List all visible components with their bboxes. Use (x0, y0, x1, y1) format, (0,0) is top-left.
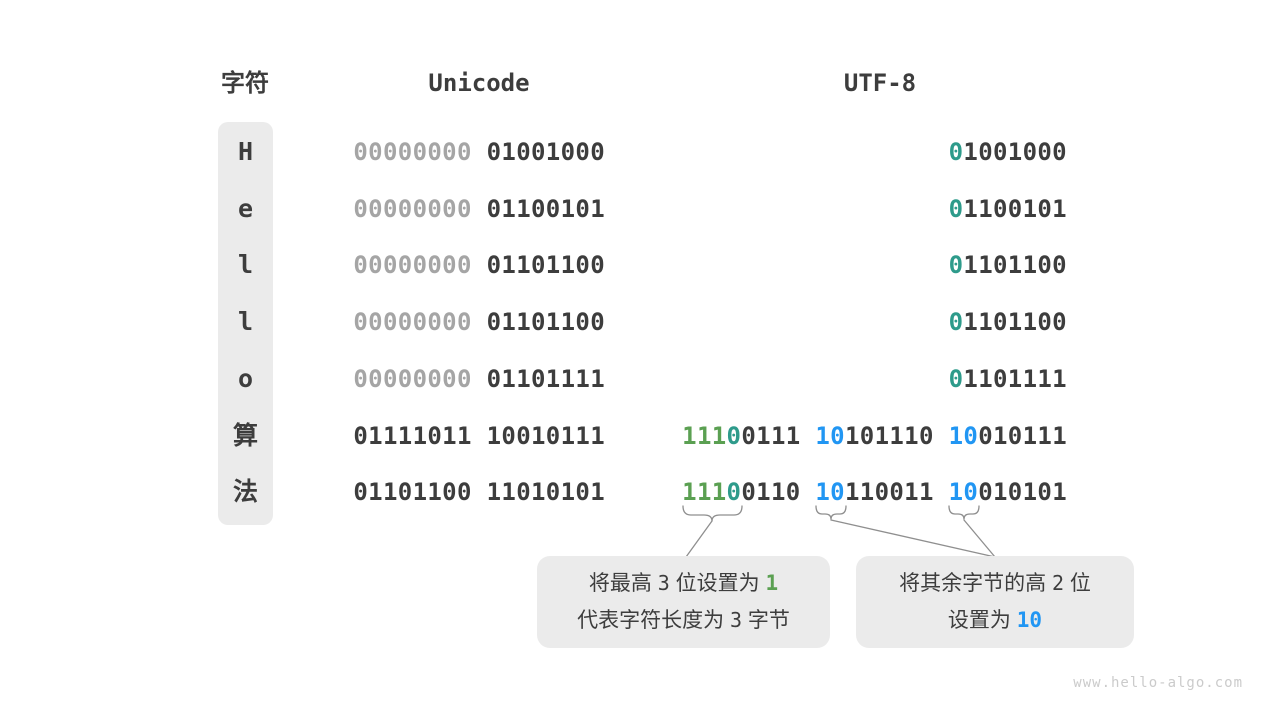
utf8-bit-run: 0110 (741, 478, 801, 506)
utf8-bit-run: 111 (682, 478, 727, 506)
character-cell: 法 (232, 477, 258, 506)
callout-text-segment: 字节 (742, 609, 790, 632)
character-cell: e (237, 194, 254, 223)
callout-text-line: 代表字符长度为 3 字节 (537, 603, 830, 638)
unicode-bit-run: 01100101 (486, 195, 605, 223)
utf8-binary: 01101100 (949, 251, 1067, 279)
utf8-bit-run: 10 (948, 422, 979, 450)
connector-line-leading (685, 520, 713, 558)
utf8-bit-run: 0 (726, 478, 742, 506)
unicode-binary: 00000000 01101100 (353, 251, 605, 279)
utf8-binary: 11100111 10101110 10010111 (682, 422, 1067, 450)
character-cell: l (237, 307, 254, 336)
unicode-bit-run: 01001000 (486, 138, 605, 166)
callout-text-line: 将其余字节的高 2 位 (856, 566, 1134, 601)
underbrace-continuation-byte2 (815, 505, 847, 520)
watermark: www.hello-algo.com (1073, 675, 1243, 691)
unicode-bit-run: 01111011 (353, 422, 472, 450)
utf8-bit-run: 0 (948, 365, 964, 393)
callout-text-line: 设置为 10 (856, 603, 1134, 638)
callout-text-segment: 1 (765, 571, 779, 595)
callout-continuation-bits: 将其余字节的高 2 位设置为 10 (856, 556, 1134, 648)
callout-text-segment: 将其余字节的高 (899, 572, 1052, 595)
utf8-bit-run: 10 (815, 478, 845, 506)
unicode-bit-run: 01101111 (486, 365, 605, 393)
column-header-utf8: UTF-8 (843, 69, 917, 97)
utf8-bit-run: 1101100 (963, 308, 1067, 336)
unicode-bit-run: 01101100 (486, 251, 605, 279)
utf8-bit-run: 111 (682, 422, 727, 450)
callout-text-segment: 2 (1051, 571, 1065, 595)
connector-line-byte3 (963, 519, 996, 558)
connector-line-byte2 (830, 519, 996, 558)
utf8-binary: 11100110 10110011 10010101 (682, 478, 1067, 506)
utf8-bit-run: 10 (815, 422, 845, 450)
unicode-binary: 00000000 01001000 (353, 138, 605, 166)
callout-text-segment: 将最高 (588, 572, 658, 595)
utf8-bit-run: 1001000 (963, 138, 1067, 166)
unicode-bit-run: 00000000 (353, 195, 472, 223)
character-column-background (218, 122, 273, 525)
callout-text-segment: 10 (1016, 608, 1043, 632)
unicode-bit-run: 10010111 (486, 422, 605, 450)
utf8-binary: 01101100 (949, 308, 1067, 336)
utf8-bit-run: 0111 (741, 422, 801, 450)
character-cell: o (237, 364, 254, 393)
callout-text-line: 将最高 3 位设置为 1 (537, 566, 830, 601)
utf8-binary: 01001000 (949, 138, 1067, 166)
character-cell: H (237, 137, 254, 166)
underbrace-leading-bits (682, 505, 743, 522)
utf8-bit-run: 010101 (978, 478, 1067, 506)
unicode-bit-run: 01101100 (486, 308, 605, 336)
unicode-bit-run: 11010101 (486, 478, 605, 506)
utf8-bit-run: 1101100 (963, 251, 1067, 279)
utf8-bit-run: 1101111 (963, 365, 1067, 393)
callout-text-segment: 位 (1064, 572, 1091, 595)
column-header-unicode: Unicode (428, 69, 530, 97)
character-cell: l (237, 250, 254, 279)
utf8-bit-run: 1100101 (963, 195, 1067, 223)
callout-text-segment: 设置为 (947, 609, 1017, 632)
unicode-bit-run: 00000000 (353, 365, 472, 393)
character-cell: 算 (232, 421, 258, 450)
unicode-binary: 00000000 01101100 (353, 308, 605, 336)
utf8-bit-run: 0 (726, 422, 742, 450)
utf8-bit-run: 0 (948, 138, 964, 166)
callout-text-segment: 位设置为 (669, 572, 766, 595)
utf8-bit-run: 110011 (844, 478, 934, 506)
callout-text-segment: 3 (729, 608, 743, 632)
unicode-binary: 00000000 01100101 (353, 195, 605, 223)
utf8-bit-run: 101110 (844, 422, 934, 450)
underbrace-continuation-byte3 (948, 505, 980, 520)
unicode-binary: 01111011 10010111 (353, 422, 605, 450)
utf8-binary: 01100101 (949, 195, 1067, 223)
unicode-bit-run: 00000000 (353, 251, 472, 279)
unicode-binary: 00000000 01101111 (353, 365, 605, 393)
unicode-bit-run: 00000000 (353, 308, 472, 336)
unicode-binary: 01101100 11010101 (353, 478, 605, 506)
utf8-bit-run: 10 (948, 478, 979, 506)
callout-text-segment: 3 (657, 571, 670, 595)
unicode-bit-run: 01101100 (353, 478, 472, 506)
utf8-bit-run: 0 (948, 195, 964, 223)
column-header-character: 字符 (221, 69, 269, 97)
callout-text-segment: 代表字符长度为 (577, 609, 730, 632)
unicode-bit-run: 00000000 (353, 138, 472, 166)
utf8-binary: 01101111 (949, 365, 1067, 393)
utf8-bit-run: 0 (948, 251, 964, 279)
utf8-bit-run: 010111 (978, 422, 1067, 450)
utf8-bit-run: 0 (948, 308, 964, 336)
